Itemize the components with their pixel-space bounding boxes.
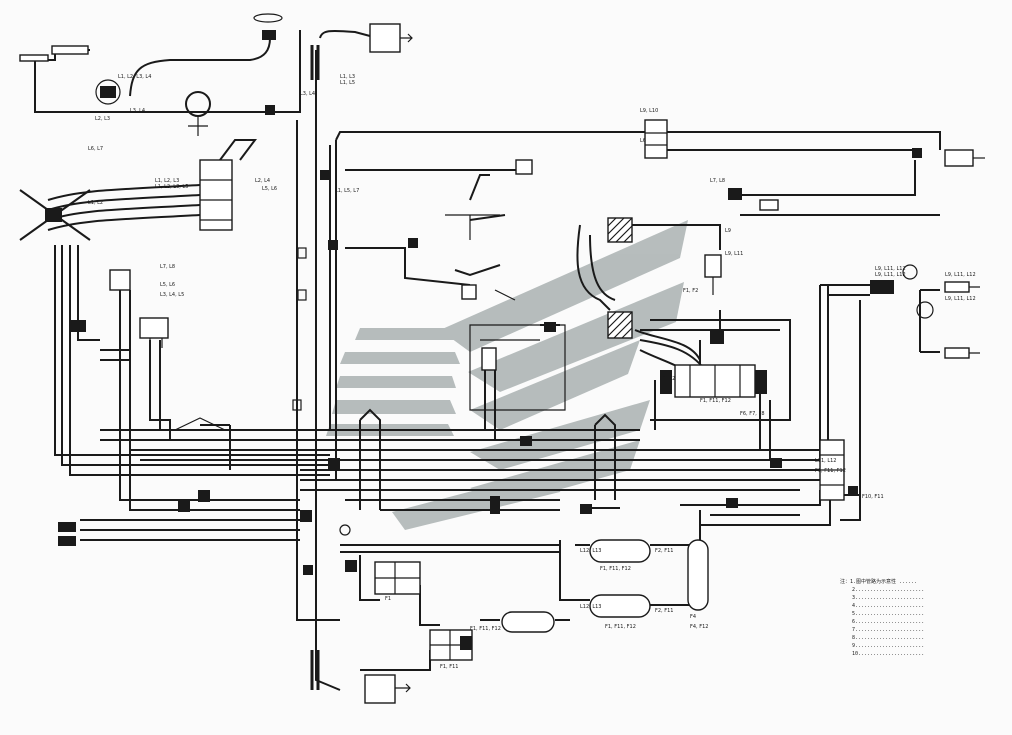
notes-block: 注：1.图中管路为示意性 ...... 2....................… bbox=[840, 578, 924, 657]
note-line: 2....................... bbox=[852, 587, 924, 593]
note-line: 3....................... bbox=[852, 595, 924, 601]
component-tag: L1, L3 bbox=[340, 74, 355, 80]
reservoir-vertical bbox=[687, 539, 709, 611]
component-tag: F1, F11, F12 bbox=[600, 566, 631, 572]
valve-box-right bbox=[944, 149, 974, 167]
component-tag: L3, L4, L5 bbox=[160, 292, 184, 298]
note-line: 8....................... bbox=[852, 635, 924, 641]
component-tag: L3, L4 bbox=[300, 91, 315, 97]
component-tag: F1, F11, F12 bbox=[815, 468, 846, 474]
component-tag: L2, L4 bbox=[255, 178, 270, 184]
component-tag: L1, L2 bbox=[88, 200, 103, 206]
note-line: 9....................... bbox=[852, 643, 924, 649]
component-tag: L9, L11, L12 bbox=[945, 272, 976, 278]
watermark-logo bbox=[326, 220, 688, 530]
component-tag: L6, L7 bbox=[88, 146, 103, 152]
reservoir-1 bbox=[589, 539, 651, 563]
note-line: 7....................... bbox=[852, 627, 924, 633]
note-line: 注：1.图中管路为示意性 ...... bbox=[840, 578, 917, 585]
note-line: 5....................... bbox=[852, 611, 924, 617]
component-tag: F1, F2 bbox=[660, 376, 675, 382]
component-tag: L9, L11, L12 bbox=[945, 296, 976, 302]
component-tag: F1, F11, F12 bbox=[470, 626, 501, 632]
component-tag: L3, L4 bbox=[130, 108, 145, 114]
component-tag: F10, F11 bbox=[862, 494, 884, 500]
component-tag: L7, L8 bbox=[710, 178, 725, 184]
component-tag: L11, L12 bbox=[815, 458, 836, 464]
component-tag: F2, F11 bbox=[655, 548, 673, 554]
component-tag: L1, L2, L3 bbox=[155, 178, 179, 184]
component-tag: L9, L11 bbox=[725, 251, 743, 257]
component-tag: F1, F2 bbox=[683, 288, 698, 294]
component-tag: F1, F11, F12 bbox=[605, 624, 636, 630]
reservoir-3 bbox=[501, 611, 555, 633]
component-tag: L9, L11, L12 bbox=[875, 266, 906, 272]
component-tag: L12, L13 bbox=[580, 548, 601, 554]
component-tag: F2, F11 bbox=[655, 608, 673, 614]
component-tag: F1, F11, F12 bbox=[700, 398, 731, 404]
component-tag: F4 bbox=[690, 614, 696, 620]
note-line: 10...................... bbox=[852, 651, 924, 657]
component-tag: L1, L2, L3, L4 bbox=[118, 74, 151, 80]
components bbox=[19, 13, 985, 704]
component-tag: L1, L2, L3, L5 bbox=[155, 184, 188, 190]
component-tag: F1 bbox=[385, 596, 391, 602]
relay-valve-top-right bbox=[644, 119, 668, 159]
brake-cylinder bbox=[199, 159, 233, 231]
component-tag: L12, L13 bbox=[580, 604, 601, 610]
component-tag: L5, L6 bbox=[262, 186, 277, 192]
component-tag: L9 bbox=[725, 228, 731, 234]
component-tag: L9, L11, L12 bbox=[875, 272, 906, 278]
valve-box-top bbox=[369, 23, 401, 53]
component-tag: F1, F11 bbox=[440, 664, 458, 670]
component-tag: F4, F12 bbox=[690, 624, 708, 630]
note-line: 4....................... bbox=[852, 603, 924, 609]
component-tag: L7, L8 bbox=[160, 264, 175, 270]
component-tag: F6, F7, F8 bbox=[740, 411, 765, 417]
component-tag: L2, L3 bbox=[95, 116, 110, 122]
component-tags: L1, L2, L3, L4 L3, L4 L3, L4 L2, L3 L6, L7 L1… bbox=[88, 74, 976, 670]
component-tag: L1, L5, L7 bbox=[335, 188, 359, 194]
component-tag: L5, L6 bbox=[160, 282, 175, 288]
reservoir-2 bbox=[589, 594, 651, 618]
component-tag: L6 bbox=[640, 138, 646, 144]
note-line: 6....................... bbox=[852, 619, 924, 625]
valve-box-bottom bbox=[364, 674, 396, 704]
component-tag: L9, L10 bbox=[640, 108, 658, 114]
component-tag: L1, L5 bbox=[340, 80, 355, 86]
